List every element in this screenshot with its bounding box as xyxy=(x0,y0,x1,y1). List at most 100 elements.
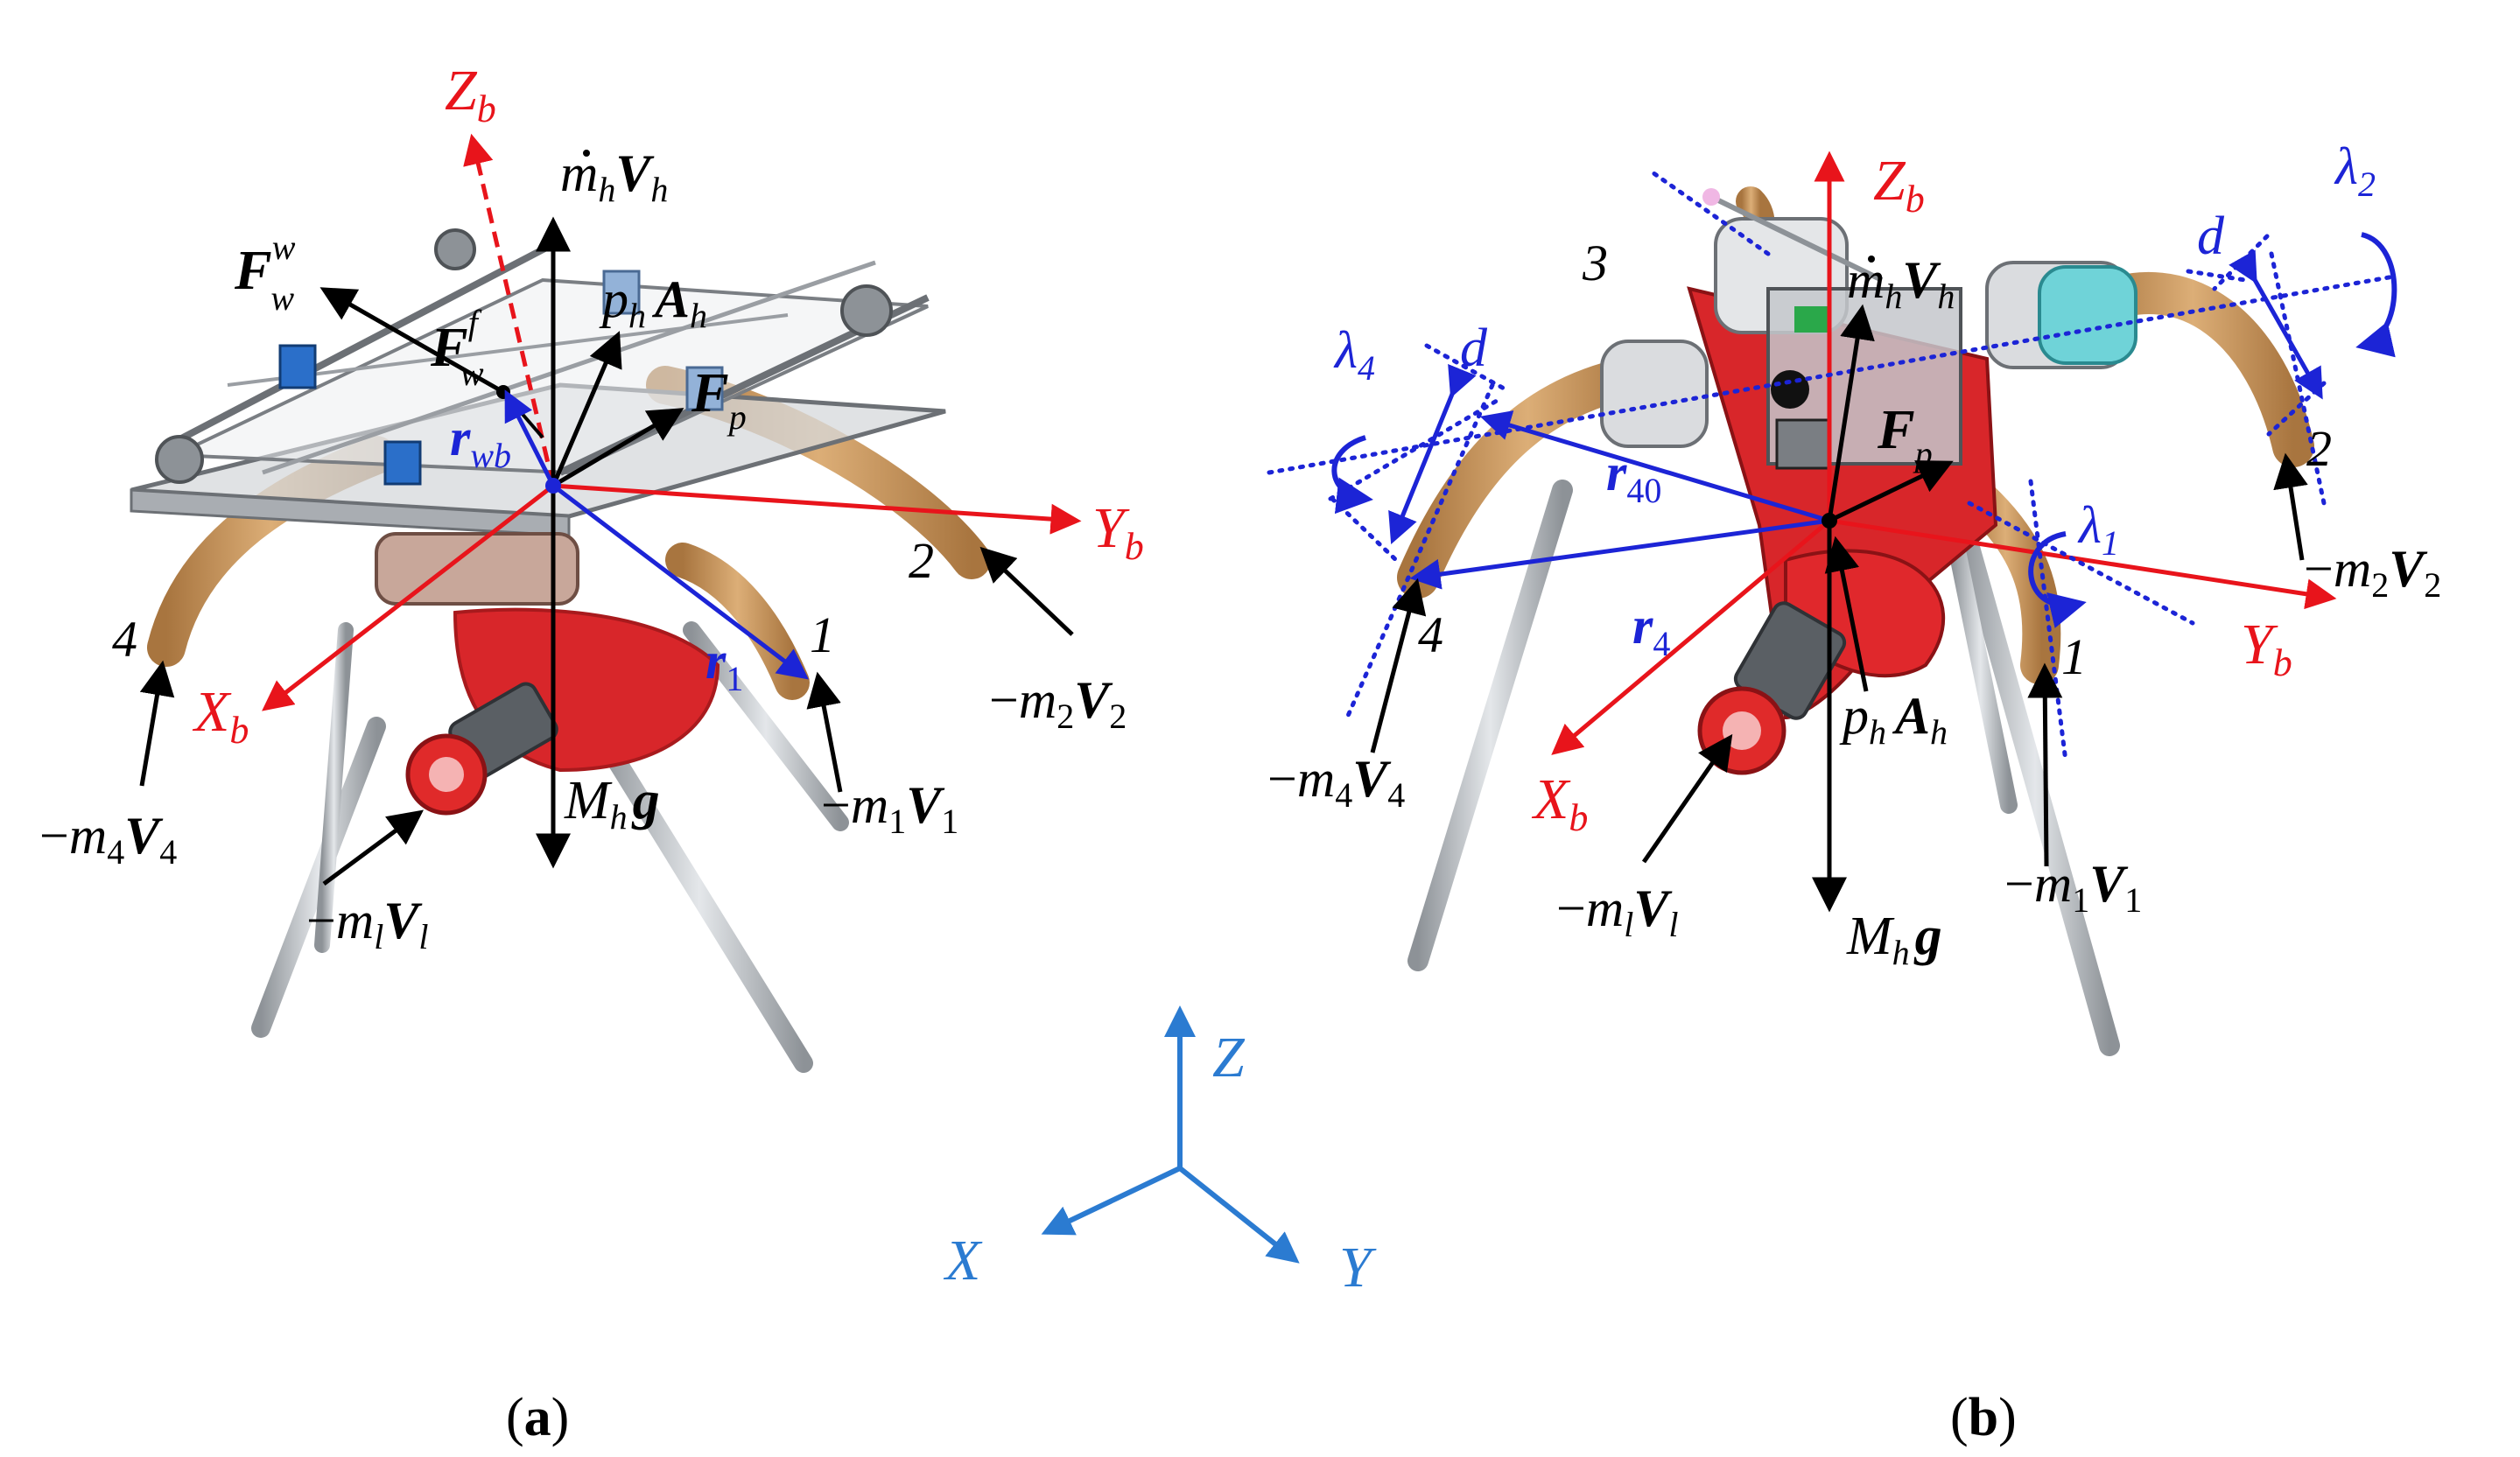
leg-number-3: 3 xyxy=(1582,235,1608,291)
vec-r40 xyxy=(1479,410,1830,523)
label-zb: Zb xyxy=(445,59,496,130)
vec-m2V2 xyxy=(979,546,1074,636)
vec-m2V2 xyxy=(2273,452,2308,561)
servo-block xyxy=(602,270,641,315)
label-Fp: Fp xyxy=(1877,398,1933,473)
vec-phAh xyxy=(1824,536,1869,692)
engine xyxy=(1600,340,1709,448)
vec-mlVl xyxy=(1641,733,1733,864)
pole xyxy=(1943,516,2018,814)
panel-a-robot-model xyxy=(130,228,991,1073)
label-m2V2: −m2V2 xyxy=(989,671,1127,736)
panel-b: Zb Yb Xb mhVh Fp r40 r4 λ1 λ2 λ4 d d 1 2… xyxy=(1267,137,2441,1447)
panel-b-robot-model xyxy=(1397,186,2314,1056)
label-m2V2: −m2V2 xyxy=(2304,540,2441,605)
label-xb: Xb xyxy=(1531,767,1588,839)
label-d-right: d xyxy=(2197,207,2225,266)
servo-block xyxy=(685,366,724,411)
rotation-arrow-lambda2 xyxy=(2355,232,2397,358)
leg-number-2: 2 xyxy=(909,532,934,589)
engine-cyan xyxy=(2038,265,2137,365)
dotted-axis-line xyxy=(1345,382,1495,718)
label-m1V1: −m1V1 xyxy=(2004,855,2142,920)
servo-block xyxy=(383,440,422,486)
label-d-left: d xyxy=(1460,319,1488,378)
vec-Fp xyxy=(1828,460,1954,523)
pole xyxy=(1950,506,2120,1056)
world-label-z: Z xyxy=(1212,1026,1246,1089)
vec-r1 xyxy=(551,484,809,680)
dim-d-right xyxy=(2229,249,2323,400)
label-r40: r40 xyxy=(1606,444,1661,510)
axis-yb xyxy=(552,483,1082,535)
label-r1: r1 xyxy=(705,632,743,698)
rotation-arrow-lambda1 xyxy=(2028,531,2087,628)
label-Mhg: Mhg xyxy=(564,771,660,837)
leg-number-2: 2 xyxy=(2306,420,2332,477)
servo-block xyxy=(278,344,317,389)
vec-rwb xyxy=(504,389,556,487)
label-rwb: rwb xyxy=(450,409,511,475)
axis-xb xyxy=(1551,519,1831,755)
vec-r4 xyxy=(1409,518,1830,590)
vec-m1V1 xyxy=(2027,662,2063,867)
dot-mhVh xyxy=(583,150,590,157)
world-label-y: Y xyxy=(1339,1236,1377,1299)
label-lambda4: λ4 xyxy=(1333,321,1375,388)
leg-number-1: 1 xyxy=(2061,628,2087,685)
vec-phAh xyxy=(551,331,622,487)
vec-mhVh xyxy=(1827,304,1875,522)
vec-m1V1 xyxy=(806,671,843,793)
rotation-arrow-lambda4 xyxy=(1331,435,1373,515)
dim-d-left xyxy=(1388,363,1477,544)
dotted-axis-line xyxy=(1967,501,2195,626)
dot-mhVh xyxy=(1868,256,1875,263)
label-lambda1: λ1 xyxy=(2077,496,2119,563)
axis-xb xyxy=(262,484,555,711)
dotted-axis-line xyxy=(2212,234,2270,291)
vec-Fp xyxy=(551,408,684,488)
caption-b: (b) xyxy=(1950,1388,2017,1447)
label-yb: Yb xyxy=(1092,496,1144,568)
world-label-x: X xyxy=(943,1229,983,1292)
pole xyxy=(586,717,813,1073)
label-lambda2: λ2 xyxy=(2334,137,2376,204)
leg-number-1: 1 xyxy=(810,606,835,663)
body-origin xyxy=(1822,513,1837,529)
label-zb: Zb xyxy=(1873,149,1925,221)
vec-m4V4 xyxy=(1370,578,1427,753)
label-xb: Xb xyxy=(192,680,249,752)
dotted-axis-line xyxy=(1330,496,1399,563)
label-yb: Yb xyxy=(2241,613,2292,684)
caption-a: (a) xyxy=(506,1388,569,1447)
leg-number-4: 4 xyxy=(112,611,137,668)
dotted-axis-line xyxy=(1647,168,1771,256)
world-frame: Z X Y xyxy=(943,1005,1377,1299)
label-m1V1: −m1V1 xyxy=(821,776,958,841)
axis-zb xyxy=(463,133,556,487)
label-m4V4: −m4V4 xyxy=(1267,750,1405,815)
label-mlVl: −mlVl xyxy=(306,892,428,956)
label-Fp: Fp xyxy=(691,361,747,437)
pole xyxy=(1407,480,1573,971)
vec-mlVl xyxy=(322,809,425,886)
vec-m4V4 xyxy=(139,660,175,787)
axis-yb xyxy=(1829,518,2337,610)
label-m4V4: −m4V4 xyxy=(39,807,177,872)
label-r4: r4 xyxy=(1632,597,1670,663)
label-mhVh: mhVh xyxy=(560,144,668,209)
pole xyxy=(314,622,354,953)
label-Mhg: Mhg xyxy=(1846,907,1942,972)
pole xyxy=(251,717,386,1038)
label-mhVh: mhVh xyxy=(1847,251,1955,316)
leg-number-4: 4 xyxy=(1418,606,1443,663)
body-origin xyxy=(545,478,561,494)
dotted-axis-line xyxy=(2186,269,2248,283)
vec-Fww xyxy=(319,287,505,395)
world-axis-y xyxy=(1178,1166,1300,1264)
world-axis-x xyxy=(1041,1166,1182,1236)
